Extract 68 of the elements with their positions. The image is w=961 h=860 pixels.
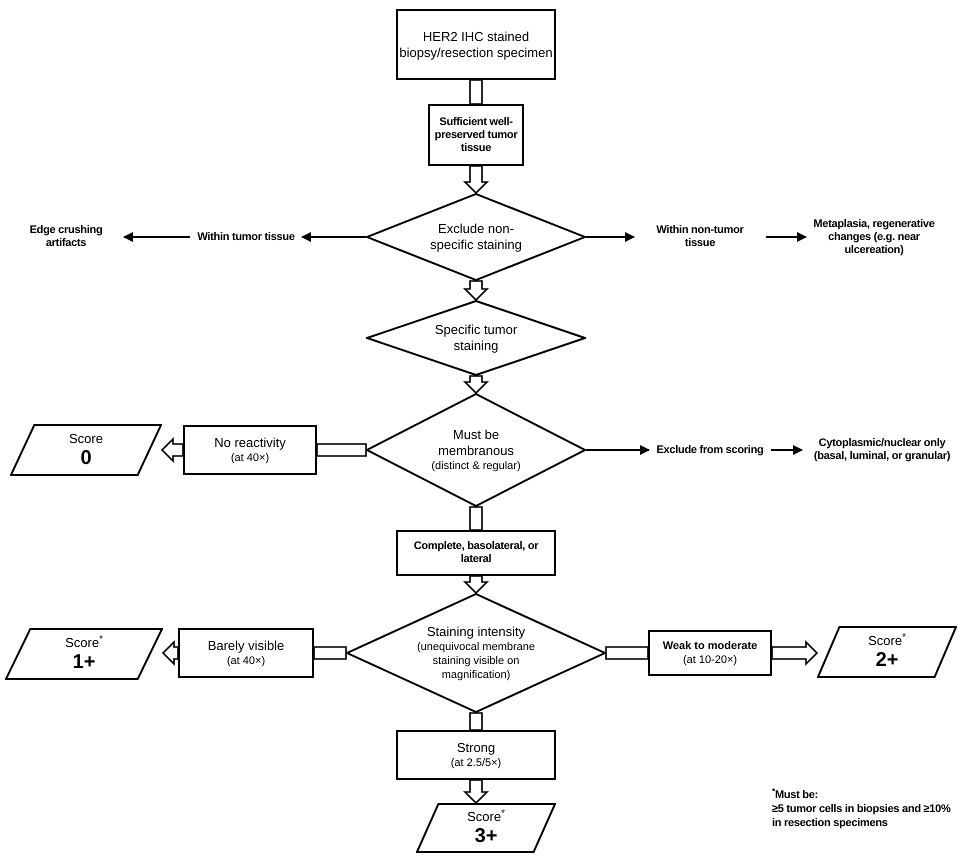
node-text: Score$^{*}$ (467, 809, 505, 825)
arrow (586, 232, 635, 242)
hollow-arrow (463, 375, 489, 394)
hollow-arrow (463, 575, 489, 594)
hollow-arrow (463, 779, 489, 804)
node-text: Metaplasia, regenerative changes (e.g. near ulcereation) (812, 218, 936, 256)
node-text: No reactivity (214, 435, 286, 451)
node-text: Within non-tumor tissue (655, 224, 745, 250)
score-parallelogram (416, 803, 556, 853)
node-text: (distinct & regular) (431, 459, 521, 473)
node-text: 3+ (474, 825, 498, 847)
hollow-arrow (771, 640, 818, 666)
node-text: Within tumor tissue (197, 230, 295, 244)
arrow (766, 232, 807, 242)
hollow-arrow (469, 79, 483, 105)
node-text: Sufficient well-preserved tumor tissue (434, 116, 518, 154)
hollow-arrow (160, 437, 184, 463)
process-box (396, 530, 556, 576)
footnote-text: $^{*}$Must be: (772, 788, 819, 802)
node-text: (at 2.5/5×) (450, 756, 502, 770)
process-box (178, 628, 314, 678)
process-box (648, 630, 772, 676)
node-text: Specific tumor staining (434, 322, 518, 354)
node-text: Barely visible (208, 638, 284, 654)
decision-diamond (366, 193, 586, 281)
hollow-arrow (316, 443, 367, 457)
score-parallelogram (817, 626, 957, 678)
hollow-arrow (463, 165, 489, 194)
node-text: 0 (80, 447, 92, 469)
process-box (396, 730, 556, 780)
node-text: HER2 IHC stained biopsy/resection specimen (398, 28, 554, 60)
arrow (771, 445, 803, 455)
node-text: Score$^{*}$ (868, 633, 906, 649)
node-text: (at 40×) (230, 451, 270, 465)
decision-diamond (366, 393, 586, 507)
node-text: Weak to moderate (662, 639, 758, 653)
score-parallelogram (5, 628, 163, 680)
arrow (301, 232, 366, 242)
node-text: Strong (456, 740, 496, 756)
arrow (123, 232, 190, 242)
process-box (183, 425, 317, 475)
node-text: Exclude from scoring (656, 444, 764, 456)
node-text: Must be membranous (437, 427, 515, 459)
node-text: 1+ (72, 651, 96, 673)
decision-diamond (366, 300, 586, 376)
process-box (396, 9, 556, 80)
arrow (586, 445, 650, 455)
node-text: Score$^{*}$ (65, 635, 103, 651)
node-text: Exclude non-specific staining (429, 221, 523, 253)
hollow-arrow (162, 640, 179, 666)
hollow-arrow (469, 506, 483, 531)
node-text: (at 10-20×) (682, 653, 738, 667)
node-text: Edge crushing artifacts (28, 224, 104, 250)
footnote-text: ≥5 tumor cells in biopsies and ≥10% in resection specimens (772, 802, 952, 830)
node-text: Cytoplasmic/nuclear only (basal, luminal, or granular) (812, 437, 952, 463)
process-box (428, 104, 524, 166)
hollow-arrow (469, 712, 483, 731)
node-text: (unequivocal membrane staining visible on magnification) (416, 640, 536, 682)
node-text: 2+ (876, 649, 898, 671)
hollow-arrow (313, 646, 347, 660)
decision-diamond (346, 593, 606, 713)
hollow-arrow (463, 280, 489, 302)
node-text: Complete, basolateral, or lateral (412, 540, 540, 566)
node-text: Score (69, 431, 103, 447)
node-text: (at 40×) (226, 654, 266, 668)
node-text: Staining intensity (426, 624, 526, 640)
hollow-arrow (605, 646, 649, 660)
score-parallelogram (10, 424, 162, 476)
